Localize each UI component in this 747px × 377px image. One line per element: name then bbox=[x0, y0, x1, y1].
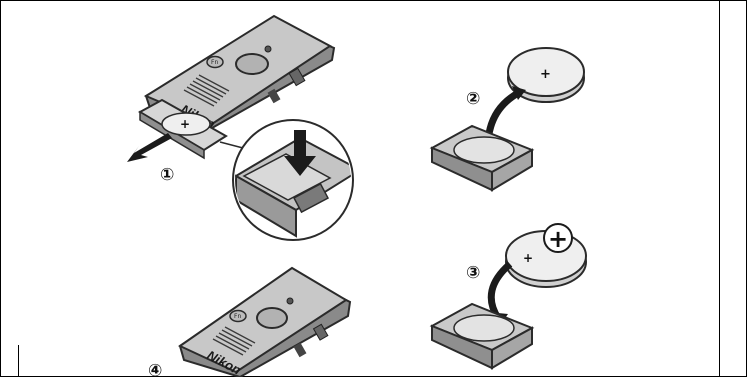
positive-polarity-symbol: + bbox=[548, 225, 568, 253]
step-1-label: ① bbox=[160, 165, 174, 185]
press-arrow-icon bbox=[284, 130, 316, 176]
step-2-remove-battery: + ② bbox=[429, 47, 585, 192]
speaker-grille-bottom bbox=[212, 326, 256, 356]
step-2-label: ② bbox=[466, 89, 480, 109]
battery-tray-step3 bbox=[429, 302, 535, 370]
fn-button-label: Fn bbox=[211, 59, 218, 66]
battery-plus-mark-step3: + bbox=[523, 251, 533, 265]
coin-battery-lifted bbox=[507, 47, 585, 97]
insert-arrow bbox=[487, 261, 513, 320]
step-4-label: ④ bbox=[148, 361, 162, 377]
release-button-bottom bbox=[256, 307, 288, 329]
led-indicator bbox=[264, 45, 272, 53]
led-indicator-bottom bbox=[286, 297, 294, 305]
fn-button-bottom bbox=[229, 309, 247, 323]
remote-control-top: Fn Nikon + ① bbox=[127, 14, 336, 185]
step-3-insert-battery: + + ③ bbox=[429, 223, 587, 370]
release-button bbox=[235, 53, 269, 75]
side-switch bbox=[267, 88, 281, 104]
remote-control-bottom: Fn Nikon ④ bbox=[148, 266, 352, 377]
fn-button bbox=[206, 55, 224, 69]
fn-button-label-bottom: Fn bbox=[234, 313, 241, 320]
positive-polarity-callout bbox=[543, 223, 573, 253]
step-3-label: ③ bbox=[466, 263, 480, 283]
battery-tray-pulled: + bbox=[137, 98, 228, 160]
battery-plus-mark-tray: + bbox=[180, 117, 190, 131]
pull-arrow bbox=[127, 133, 172, 162]
latch-detail-magnifier bbox=[219, 119, 354, 241]
battery-tray-step2 bbox=[429, 124, 535, 192]
speaker-grille bbox=[183, 74, 230, 107]
battery-plus-mark-step2: + bbox=[540, 67, 551, 82]
